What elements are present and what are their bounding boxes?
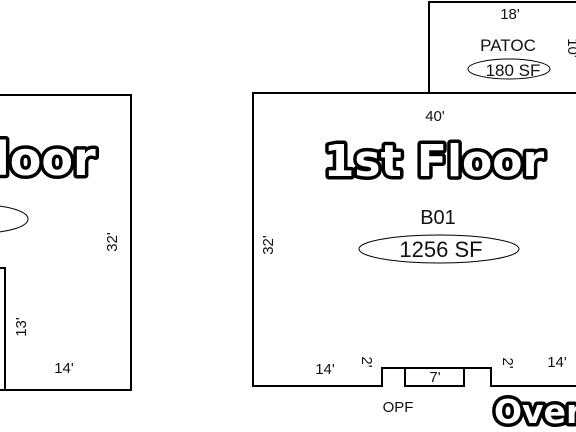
left-dim-right: 32' xyxy=(104,232,121,252)
floor-title-banner: 1st Floor xyxy=(324,136,545,187)
left-area-oval xyxy=(0,205,29,233)
left-floor-banner: loor xyxy=(0,132,96,186)
main-floor-outline xyxy=(252,92,576,387)
patoc-dim-side: 10' xyxy=(564,38,576,58)
main-dim-top: 40' xyxy=(425,108,445,125)
main-area-oval xyxy=(358,234,520,264)
main-dim-porch: 7' xyxy=(429,369,440,386)
main-dim-left: 32' xyxy=(260,235,277,255)
left-floor-notch xyxy=(0,267,6,390)
patoc-name: PATOC xyxy=(480,36,536,55)
left-floor-outline xyxy=(0,94,132,391)
patoc-dim-top: 18' xyxy=(500,6,520,23)
main-dim-bottom-left: 14' xyxy=(315,361,335,378)
overlay-banner: Over xyxy=(494,392,576,431)
left-dim-notch: 13' xyxy=(13,317,30,337)
unit-id: B01 xyxy=(420,207,456,229)
patoc-area-oval xyxy=(467,58,551,80)
left-dim-bottom: 14' xyxy=(54,360,74,377)
porch-label: OPF xyxy=(383,399,414,416)
patoc-area: 180 SF xyxy=(486,61,541,80)
main-dim-step-right: 2' xyxy=(499,357,516,368)
main-floor-plan: 40' 32' 14' 2' 2' 14' 7' OPF B01 1256 SF… xyxy=(252,92,576,416)
main-area: 1256 SF xyxy=(399,237,482,262)
patoc-room: 18' 10' PATOC 180 SF xyxy=(428,1,576,93)
main-dim-bottom-right: 14' xyxy=(547,354,567,371)
porch-box xyxy=(404,367,465,387)
patoc-outline xyxy=(428,1,576,93)
left-floor-plan: 32' 14' 13' loor xyxy=(0,94,132,391)
main-dim-step-left: 2' xyxy=(358,356,375,367)
